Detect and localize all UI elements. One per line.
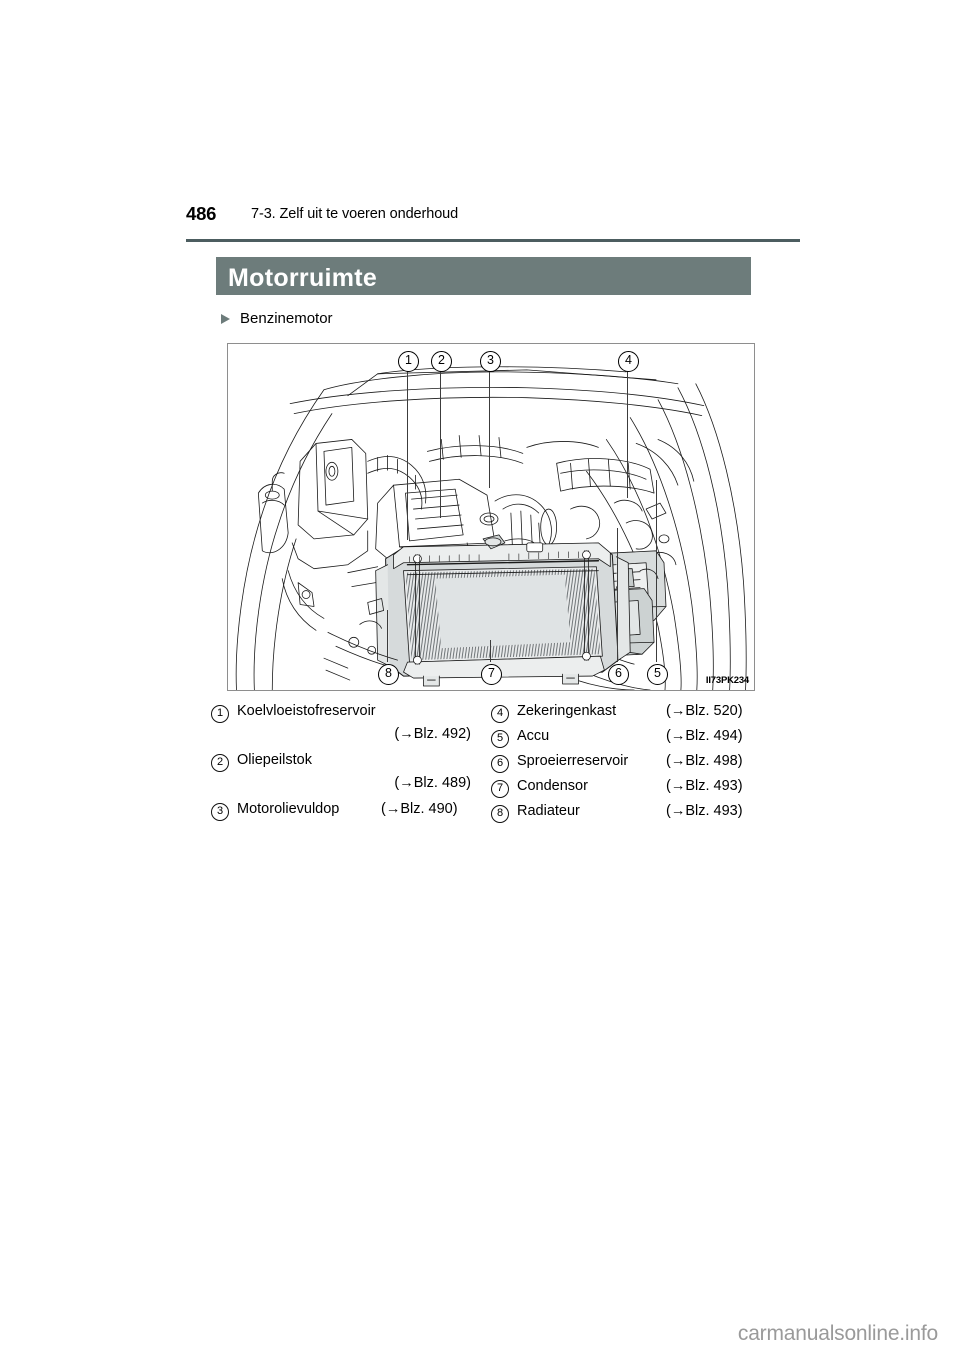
legend-ref-1-page: Blz. 492: [413, 726, 467, 742]
subheading-label: Benzinemotor: [240, 310, 333, 327]
breadcrumb: 7-3. Zelf uit te voeren onderhoud: [251, 206, 459, 222]
triangle-bullet-icon: [221, 313, 230, 324]
legend-ref-6-page: Blz. 498: [685, 753, 738, 769]
callout-4: 4: [618, 351, 639, 372]
section-title-bar: Motorruimte: [216, 257, 751, 295]
legend-item-5: 5 Accu (→Blz. 494): [491, 728, 756, 750]
page-number: 486: [186, 203, 217, 224]
legend-item-3: 3 Motorolievuldop (→Blz. 490): [211, 801, 471, 823]
legend-column-right: 4 Zekeringenkast (→Blz. 520) 5 Accu (→Bl…: [491, 703, 756, 828]
legend-number-1: 1: [211, 705, 229, 723]
engine-compartment-illustration: [235, 366, 747, 690]
callout-5: 5: [647, 664, 668, 685]
leader-line-2: [440, 370, 442, 518]
callout-6: 6: [608, 664, 629, 685]
callout-7: 7: [481, 664, 502, 685]
legend-column-left: 1 Koelvloeistofreservoir (→Blz. 492) 2 O…: [211, 703, 471, 826]
legend-ref-1: (→Blz. 492): [394, 726, 471, 742]
legend-ref-4: (→Blz. 520): [666, 703, 743, 719]
callout-3: 3: [480, 351, 501, 372]
legend-ref-5-page: Blz. 494: [685, 728, 738, 744]
legend-number-6: 6: [491, 755, 509, 773]
page-title: Motorruimte: [228, 264, 378, 292]
legend-label-3: Motorolievuldop: [237, 801, 340, 817]
legend-number-5: 5: [491, 730, 509, 748]
header-divider: [186, 239, 800, 242]
legend-ref-8: (→Blz. 493): [666, 803, 743, 819]
legend-label-2: Oliepeilstok: [237, 752, 312, 768]
legend-item-1: 1 Koelvloeistofreservoir (→Blz. 492): [211, 703, 471, 749]
callout-2: 2: [431, 351, 452, 372]
legend-ref-3-page: Blz. 490: [400, 801, 453, 817]
callout-8: 8: [378, 664, 399, 685]
legend-label-1: Koelvloeistofreservoir: [237, 703, 376, 719]
callout-1: 1: [398, 351, 419, 372]
leader-line-8: [387, 610, 389, 662]
legend-number-8: 8: [491, 805, 509, 823]
leader-line-4: [627, 370, 629, 498]
legend-ref-7-page: Blz. 493: [685, 778, 738, 794]
legend-number-4: 4: [491, 705, 509, 723]
page-header: 486 7-3. Zelf uit te voeren onderhoud: [186, 203, 800, 233]
legend-number-3: 3: [211, 803, 229, 821]
legend-ref-5: (→Blz. 494): [666, 728, 743, 744]
legend-label-8: Radiateur: [517, 803, 580, 819]
leader-line-5: [656, 480, 658, 662]
leader-line-3: [489, 370, 491, 488]
legend-ref-2: (→Blz. 489): [394, 775, 471, 791]
legend-ref-6: (→Blz. 498): [666, 753, 743, 769]
legend-label-5: Accu: [517, 728, 550, 744]
figure-code: II73PK234: [705, 675, 749, 686]
legend-ref-4-page: Blz. 520: [685, 703, 738, 719]
engine-compartment-figure: II73PK234: [227, 343, 755, 691]
subheading: Benzinemotor: [221, 310, 333, 327]
leader-line-1: [407, 370, 409, 540]
legend-number-2: 2: [211, 754, 229, 772]
footer-watermark: carmanualsonline.info: [737, 1322, 938, 1345]
leader-line-6: [617, 528, 619, 662]
legend-ref-3: (→Blz. 490): [381, 801, 458, 817]
legend-number-7: 7: [491, 780, 509, 798]
legend-label-6: Sproeierreservoir: [517, 753, 629, 769]
legend-item-2: 2 Oliepeilstok (→Blz. 489): [211, 752, 471, 798]
legend-ref-8-page: Blz. 493: [685, 803, 738, 819]
legend-item-7: 7 Condensor (→Blz. 493): [491, 778, 756, 800]
legend-ref-2-page: Blz. 489: [413, 775, 467, 791]
legend-label-4: Zekeringenkast: [517, 703, 617, 719]
legend-item-4: 4 Zekeringenkast (→Blz. 520): [491, 703, 756, 725]
legend-label-7: Condensor: [517, 778, 588, 794]
legend-item-8: 8 Radiateur (→Blz. 493): [491, 803, 756, 825]
legend-item-6: 6 Sproeierreservoir (→Blz. 498): [491, 753, 756, 775]
leader-line-7: [490, 640, 492, 662]
legend-ref-7: (→Blz. 493): [666, 778, 743, 794]
